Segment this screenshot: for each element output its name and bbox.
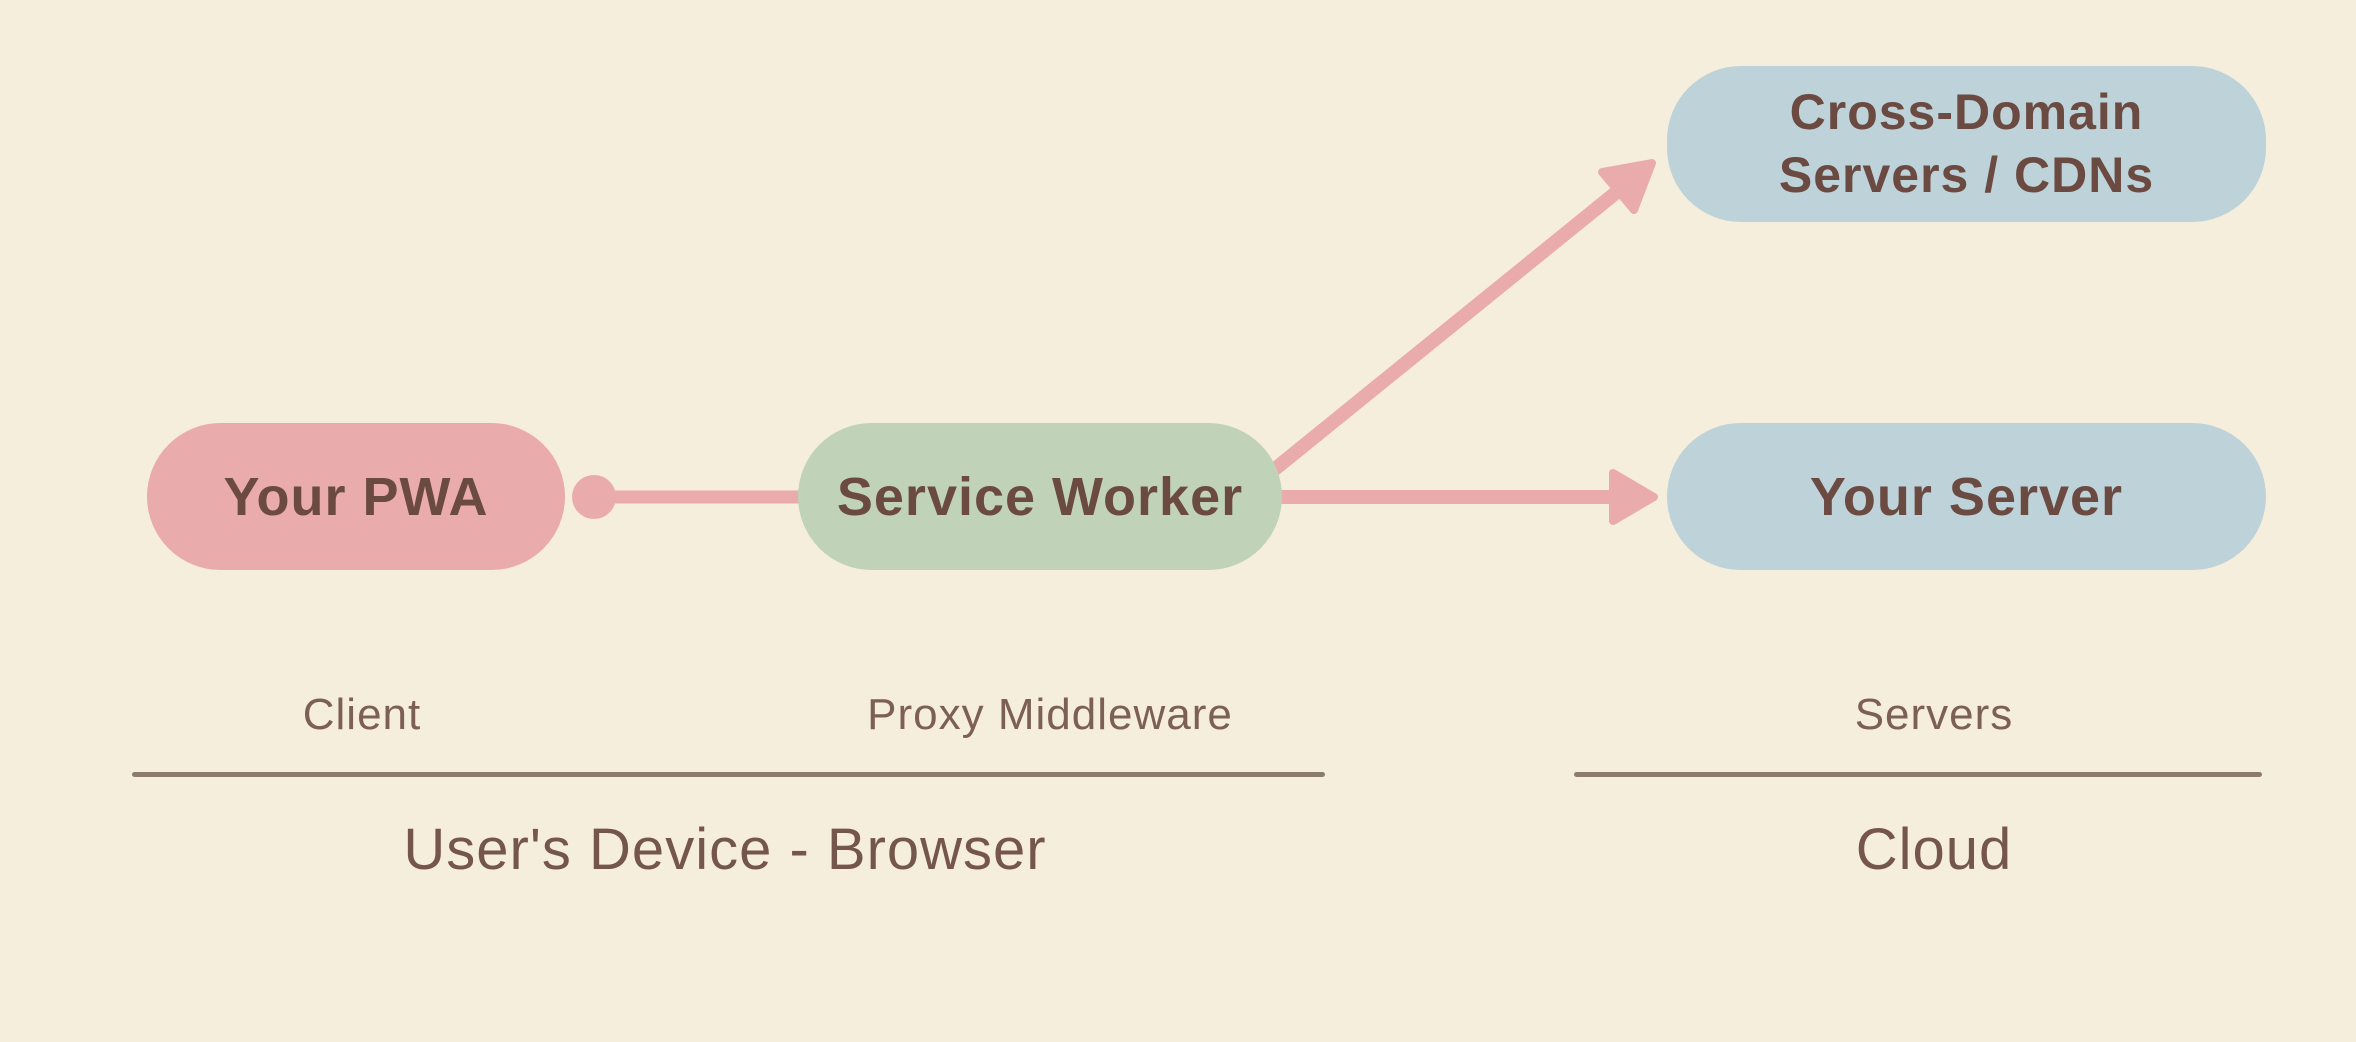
arrow-service-worker-to-your-server [1270,469,1658,525]
label-users-device-browser: User's Device - Browser [403,817,1047,882]
label-client: Client [302,690,422,739]
node-cross-domain-label-line1: Cross-Domain [1789,84,2144,140]
divider-users-device [132,772,1325,777]
node-your-pwa-label: Your PWA [223,466,489,527]
arrowhead-icon [1609,469,1658,525]
label-cloud: Cloud [1855,817,2013,882]
arrow-service-worker-to-cross-domain [1260,159,1656,483]
node-service-worker-label: Service Worker [836,466,1244,527]
connector-pwa-to-service-worker [572,475,805,519]
divider-cloud [1574,772,2262,777]
label-proxy-middleware: Proxy Middleware [867,690,1233,739]
node-cross-domain-servers: Cross-Domain Servers / CDNs [1667,66,2266,222]
node-your-pwa: Your PWA [147,423,565,570]
node-your-server-label: Your Server [1809,466,2124,527]
arrowhead-icon [1598,159,1656,214]
node-service-worker: Service Worker [798,423,1282,570]
connector-dot [572,475,616,519]
label-servers: Servers [1854,690,2014,739]
node-cross-domain-label-line2: Servers / CDNs [1778,147,2155,203]
node-your-server: Your Server [1667,423,2266,570]
